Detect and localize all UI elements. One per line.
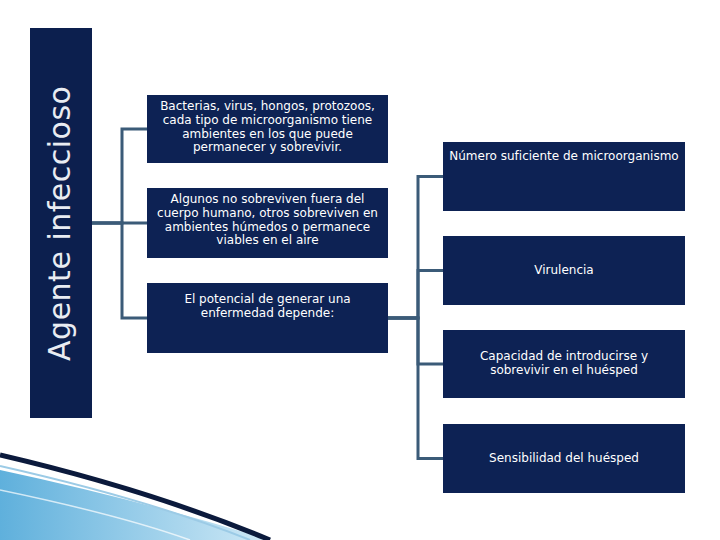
text-box: Algunos no sobreviven fuera del cuerpo h… <box>147 188 388 258</box>
box-text: Número suficiente de microorganismo <box>449 150 678 164</box>
box-text: Virulencia <box>534 264 593 278</box>
bracket-connector <box>92 129 147 223</box>
bracket-connector <box>388 318 443 459</box>
bracket-connector <box>388 271 443 319</box>
text-box: El potencial de generar una enfermedad d… <box>147 283 388 353</box>
swoosh-line <box>0 455 270 540</box>
box-text: Bacterias, virus, hongos, protozoos, cad… <box>153 100 382 155</box>
swoosh-fill <box>0 470 270 540</box>
text-box: Número suficiente de microorganismo <box>443 142 685 211</box>
text-box: Capacidad de introducirse y sobrevivir e… <box>443 330 685 398</box>
text-box: Bacterias, virus, hongos, protozoos, cad… <box>147 95 388 163</box>
text-box: Virulencia <box>443 236 685 305</box>
swoosh-line <box>0 490 190 540</box>
band-title: Agente infeccioso <box>44 85 79 360</box>
text-box: Sensibilidad del huésped <box>443 424 685 493</box>
box-text: Algunos no sobreviven fuera del cuerpo h… <box>153 193 382 248</box>
box-text: Sensibilidad del huésped <box>489 452 639 466</box>
bracket-connector <box>92 223 147 318</box>
bracket-connector <box>388 177 443 319</box>
title-band: Agente infeccioso <box>30 28 92 418</box>
box-text: Capacidad de introducirse y sobrevivir e… <box>449 350 679 378</box>
swoosh-line <box>0 466 250 540</box>
box-text: El potencial de generar una enfermedad d… <box>153 293 382 321</box>
bracket-connector <box>388 318 443 364</box>
